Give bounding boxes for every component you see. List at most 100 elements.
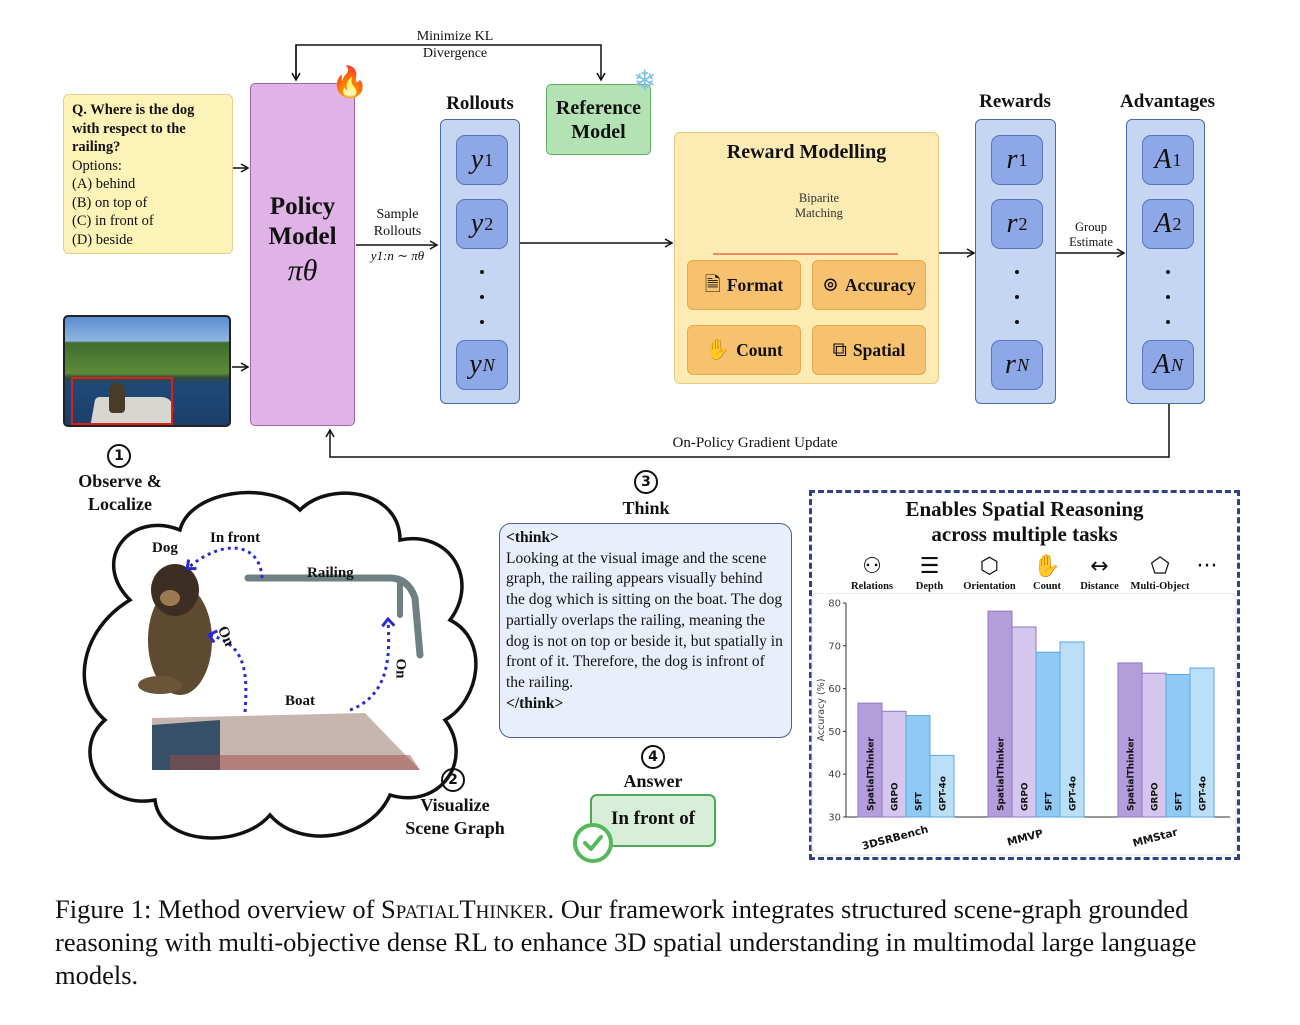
bar-gpt-4o-mmstar [1189,667,1215,818]
bar-sft-3dsrbench [905,715,931,818]
y-tick-label: 60 [828,684,841,695]
panel-title: Enables Spatial Reasoning across multipl… [905,497,1144,546]
edge-on-railing-label: On [392,658,409,679]
bar-spatialthinker-3dsrbench [857,702,883,818]
cloud-outline [82,490,478,840]
kl-label: Minimize KL Divergence [395,28,515,62]
task-multi-object: ⬠ Multi-Object [1125,553,1195,592]
task-count: ✋ Count [1022,553,1072,592]
bar-label: SFT [1175,791,1185,811]
option-d: (D) beside [72,231,133,248]
localization-bbox [71,377,173,425]
bar-sft-mmvp [1035,651,1061,818]
ellipsis-dot [1015,270,1019,274]
y-tick-label: 70 [828,641,841,652]
kl-label-line1: Minimize KL [416,29,494,44]
reward-modelling-title: Reward Modelling [726,141,887,163]
policy-title-line2: Model [268,222,337,250]
more-tasks: ··· [1196,554,1218,579]
step-3-title: Think [622,498,670,518]
spatial-reward: ⧉ Spatial [812,325,926,375]
method-name: SpatialThinker [381,894,548,924]
bar-sft-mmstar [1165,673,1191,818]
boat-shape [152,713,420,770]
bar-label: GRPO [891,782,901,811]
fire-icon: 🔥 [331,66,369,99]
double-arrow-icon: ↔ [1090,554,1109,579]
overlap-squares-icon: ⧉ [832,339,847,361]
ellipsis-dot [1166,320,1170,324]
scene-graph-cloud [82,490,478,840]
task-distance: ↔ Distance [1072,553,1127,592]
bar-gpt-4o-mmvp [1059,641,1085,818]
dog-shape [138,564,212,695]
format-reward: 🗎 Format [687,260,801,310]
bipartite-label: Biparite Matching [795,191,843,220]
edge-in-front-label: In front [210,530,261,546]
option-b: (B) on top of [72,194,148,211]
document-icon: 🗎 [704,274,721,296]
bar-grpo-3dsrbench [881,710,907,818]
ellipsis-dot [480,295,484,299]
y-tick-label: 50 [828,727,841,738]
y-tick-label: 80 [828,599,841,610]
y-tick-label: 30 [828,813,841,824]
check-circle-icon [573,823,613,863]
shapes-icon: ⬠ [1150,554,1170,579]
bar-label: SFT [1045,791,1055,811]
think-body: Looking at the visual image and the scen… [506,549,783,691]
bar-spatialthinker-mmstar [1117,662,1143,818]
policy-title: Policy Model [268,192,336,252]
snowflake-icon: ❄ [633,66,657,97]
policy-model: Policy Model πθ [250,83,355,426]
ellipsis-dot [1015,295,1019,299]
ellipsis-dot [1166,295,1170,299]
ellipsis-dot [1166,270,1170,274]
bar-label: GPT-4o [1199,776,1209,811]
policy-symbol: πθ [287,253,318,287]
step-4-title: Answer [623,771,683,791]
railing-shape [244,574,424,659]
reward-modelling-box: Reward Modelling Biparite Matching 🗎 For… [674,132,939,384]
node-railing-label: Railing [307,565,354,581]
bar-label: GRPO [1151,782,1161,811]
step-2-badge: 2 [441,768,465,792]
y-axis-label: Accuracy (%) [816,679,827,742]
rewards-title: Rewards [979,91,1051,112]
step-1-badge: 1 [107,444,131,468]
count-reward: ✋ Count [687,325,801,375]
sample-formula: y1:n ∼ πθ [370,248,425,263]
divider [713,253,898,255]
reference-line2: Model [571,120,626,143]
target-icon: ⊚ [822,274,839,296]
bar-label: SpatialThinker [867,737,877,811]
ellipsis-dot [480,270,484,274]
reference-line1: Reference [555,96,642,119]
think-open-tag: <think> [506,529,559,546]
hand-icon: ✋ [705,339,731,361]
gradient-update-label: On-Policy Gradient Update [672,435,838,451]
input-image [63,315,231,427]
layers-icon: ☰ [919,554,940,579]
step-1-title: Observe &Localize [78,471,162,514]
think-close-tag: </think> [506,694,564,712]
edge-in-front [188,546,264,579]
relations-icon: ⚇ [862,554,882,579]
sample-line1: Sample [376,207,419,222]
task-orientation: ⬡ Orientation [957,553,1022,592]
bar-label: SFT [915,791,925,811]
edge-on-dog [210,635,248,713]
dog-shape [109,383,125,413]
options-label: Options: [72,157,122,174]
step-4-badge: 4 [641,745,665,769]
